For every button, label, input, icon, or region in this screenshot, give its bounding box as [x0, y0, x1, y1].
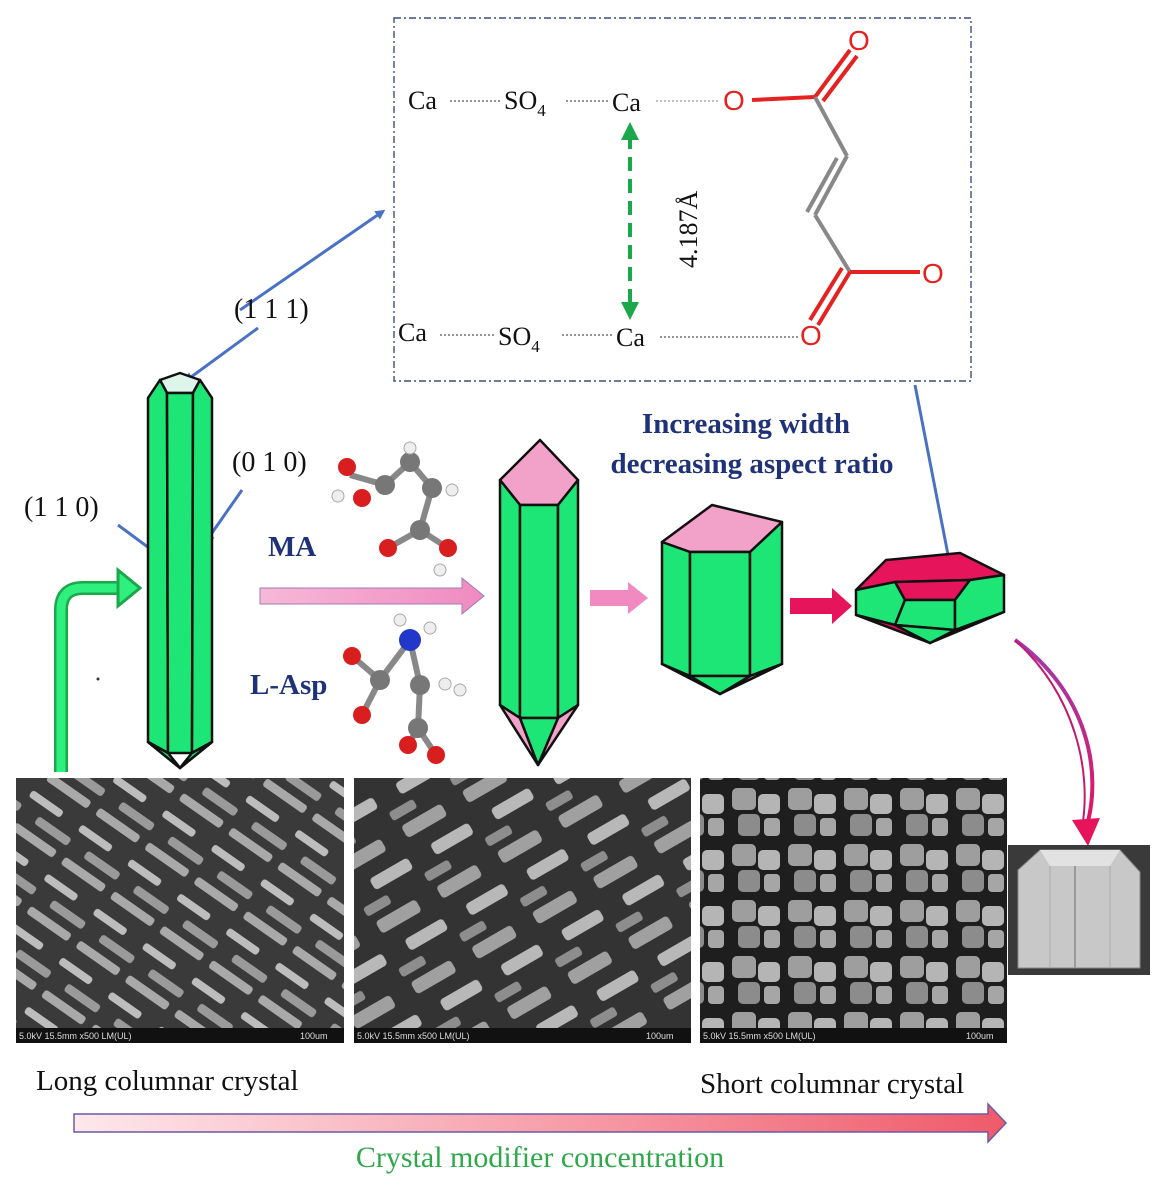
concentration-label: Crystal modifier concentration [356, 1141, 724, 1174]
long-crystal [146, 371, 214, 770]
sem-scale-info-3: 5.0kV 15.5mm x500 LM(UL) [703, 1031, 816, 1041]
flat-crystal [854, 551, 1006, 645]
oxygen-label-4: O [800, 320, 822, 351]
pink-arrow-2 [590, 582, 648, 614]
modifier-lasp-label: L-Asp [250, 669, 327, 701]
short-crystal-label: Short columnar crystal [700, 1068, 964, 1100]
oxygen-label-3: O [922, 258, 944, 289]
ca-label-top-left: Ca [408, 86, 437, 115]
oxygen-label-1: O [723, 85, 745, 116]
distance-label: 4.187Å [674, 191, 703, 269]
ma-molecule-model [331, 441, 459, 577]
sem-image-medium: 5.0kV 15.5mm x500 LM(UL) 100um [354, 778, 691, 1043]
curved-arrow [1013, 638, 1100, 846]
structure-box: Ca SO4 Ca Ca SO4 Ca 4.187Å [393, 17, 972, 382]
sem-scale-bar-1: 100um [300, 1031, 328, 1041]
sem-scale-info-2: 5.0kV 15.5mm x500 LM(UL) [357, 1031, 470, 1041]
sem-closeup [1008, 845, 1150, 975]
medium-crystal [498, 438, 580, 767]
so4-label-top: SO [504, 86, 537, 115]
sem-scale-info-1: 5.0kV 15.5mm x500 LM(UL) [19, 1031, 132, 1041]
ca-label-bottom-left: Ca [398, 318, 427, 347]
sem-scale-bar-3: 100um [966, 1031, 994, 1041]
so4-label-bottom: SO [498, 322, 531, 351]
lasp-molecule-model [343, 613, 467, 764]
svg-text:SO4: SO4 [504, 86, 546, 120]
sem-image-long: 5.0kV 15.5mm x500 LM(UL) 100um [16, 778, 344, 1043]
concentration-arrow [73, 1102, 1008, 1144]
so4-subscript-bottom: 4 [531, 337, 540, 356]
maleic-acid-molecule: O O O O [723, 25, 944, 351]
face-label-010: (0 1 0) [232, 447, 307, 478]
trend-label-line2: decreasing aspect ratio [611, 448, 894, 480]
distance-arrow [621, 122, 639, 320]
face-label-111: (1 1 1) [234, 294, 309, 325]
sem-scale-bar-2: 100um [646, 1031, 674, 1041]
trend-label-line1: Increasing width [642, 408, 850, 440]
short-crystal [660, 503, 784, 696]
so4-subscript-top: 4 [537, 101, 546, 120]
ca-label-top-right: Ca [612, 88, 641, 117]
svg-text:SO4: SO4 [498, 322, 540, 356]
face-label-110: (1 1 0) [24, 492, 99, 523]
ca-label-bottom-right: Ca [616, 323, 645, 352]
green-l-arrow [54, 566, 143, 772]
sem-image-short: 5.0kV 15.5mm x500 LM(UL) 100um [700, 778, 1007, 1043]
long-crystal-label: Long columnar crystal [36, 1065, 299, 1097]
oxygen-label-2: O [848, 25, 870, 56]
modifier-ma-label: MA [268, 531, 316, 563]
magenta-arrow [790, 588, 852, 624]
pink-arrow-1 [259, 576, 485, 616]
